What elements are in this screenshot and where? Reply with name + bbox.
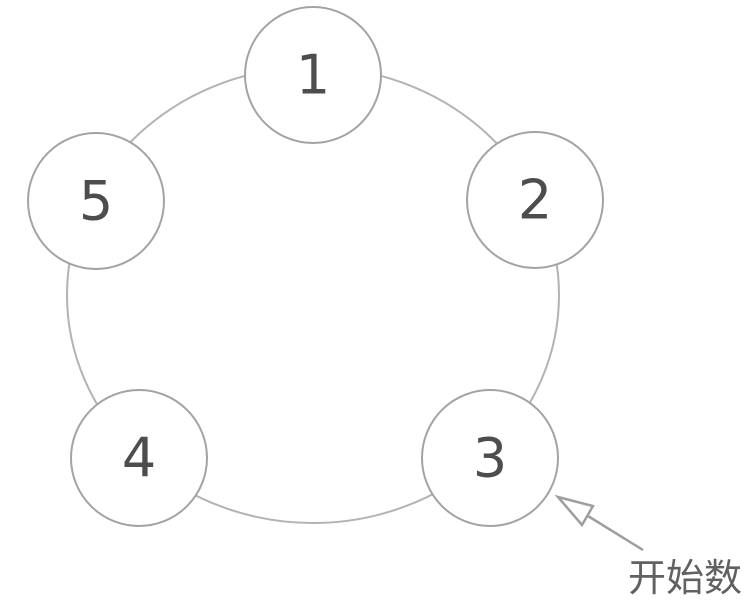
node-1-circle <box>244 6 382 144</box>
node-4-circle <box>70 389 208 527</box>
node-5-number: 5 <box>79 170 113 233</box>
node-3-number: 3 <box>473 427 507 490</box>
node-4: 4 <box>70 389 208 527</box>
node-5-circle <box>27 132 165 270</box>
node-2-circle <box>466 131 604 269</box>
node-4-number: 4 <box>122 427 156 490</box>
node-1: 1 <box>244 6 382 144</box>
node-2-number: 2 <box>518 169 552 232</box>
node-3: 3 <box>421 389 559 527</box>
start-annotation: 开始数 <box>554 494 742 600</box>
node-5: 5 <box>27 132 165 270</box>
arrow-shaft <box>587 514 644 552</box>
start-label: 开始数 <box>628 558 742 600</box>
node-3-circle <box>421 389 559 527</box>
arrow-head-icon <box>554 494 595 528</box>
node-1-number: 1 <box>296 44 330 107</box>
node-2: 2 <box>466 131 604 269</box>
